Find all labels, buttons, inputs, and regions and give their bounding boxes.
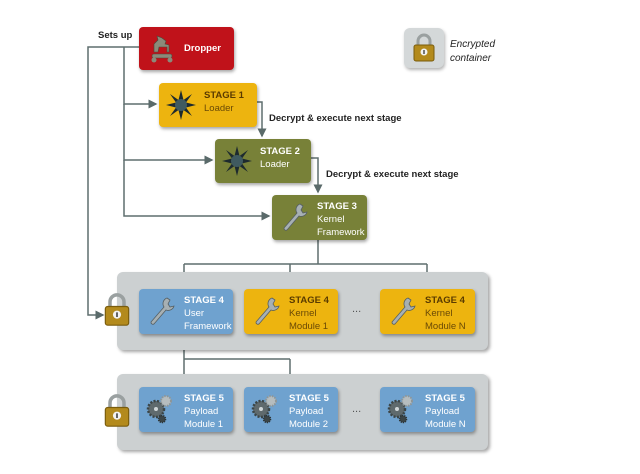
gears-icon [146, 395, 172, 424]
sets-up-outer-line [87, 46, 139, 320]
stage4-kernel-module1-node: STAGE 4 Kernel Module 1 [244, 289, 338, 334]
sets-up-to-stage3 [123, 160, 271, 221]
stage5-payload-moduleN-node: STAGE 5 Payload Module N [380, 387, 475, 432]
gears-icon [251, 395, 277, 424]
stage5-pn-title: STAGE 5 [425, 393, 465, 404]
stage1-title: STAGE 1 [204, 90, 244, 101]
stage5-p1-line1: Payload [184, 406, 219, 417]
stage2-title: STAGE 2 [260, 146, 300, 157]
wrench-icon [150, 297, 175, 325]
legend-label-line2: container [450, 53, 492, 64]
spiky-ball-icon [166, 90, 196, 120]
stage4-user-line2: Framework [184, 321, 232, 332]
stage5-pn-line2: Module N [425, 419, 466, 430]
stage2-node: STAGE 2 Loader [215, 139, 311, 183]
stage1-line1: Loader [204, 103, 234, 114]
wrench-icon [255, 297, 280, 325]
wrench-icon [391, 297, 416, 325]
stage1-node: STAGE 1 Loader [159, 83, 257, 127]
stage4-user-line1: User [184, 308, 205, 319]
legend-icon-tile [404, 28, 444, 68]
dropper-node: Dropper [139, 27, 234, 70]
stage4-k1-line1: Kernel [289, 308, 317, 319]
stage5-p2-line2: Module 2 [289, 419, 329, 430]
decrypt-execute-label-2: Decrypt & execute next stage [326, 169, 459, 180]
stage4-user-title: STAGE 4 [184, 295, 224, 306]
spiky-ball-icon [222, 146, 252, 176]
stage3-line2: Framework [317, 227, 365, 238]
ellipsis-stage4: ... [352, 303, 362, 315]
legend: Encrypted container [404, 28, 534, 72]
stage3-node: STAGE 3 Kernel Framework [272, 195, 367, 240]
stage4-user-framework-node: STAGE 4 User Framework [139, 289, 233, 334]
stage4-kn-line2: Module N [425, 321, 466, 332]
stage3-title: STAGE 3 [317, 201, 357, 212]
stage5-payload-module2-node: STAGE 5 Payload Module 2 [244, 387, 338, 432]
legend-label-line1: Encrypted [450, 39, 496, 50]
stage4-kn-title: STAGE 4 [425, 295, 465, 306]
stage5-p2-title: STAGE 5 [289, 393, 329, 404]
ellipsis-stage5: ... [352, 403, 362, 415]
dropper-title: Dropper [184, 43, 221, 54]
stage5-p1-line2: Module 1 [184, 419, 224, 430]
padlock-icon [104, 394, 130, 427]
trojan-horse-icon [151, 35, 173, 63]
padlock-icon [413, 33, 435, 62]
stage4-k1-title: STAGE 4 [289, 295, 329, 306]
decrypt-execute-label-1: Decrypt & execute next stage [269, 113, 402, 124]
stage2-line1: Loader [260, 159, 290, 170]
stage5-pn-line1: Payload [425, 406, 460, 417]
stage5-p2-line1: Payload [289, 406, 324, 417]
stage1-to-stage2 [257, 101, 267, 138]
stage4-k1-line2: Module 1 [289, 321, 329, 332]
wrench-icon [283, 203, 308, 231]
legend-label: Encrypted container [450, 38, 495, 66]
stage5-payload-module1-node: STAGE 5 Payload Module 1 [139, 387, 233, 432]
stage5-p1-title: STAGE 5 [184, 393, 224, 404]
padlock-icon [104, 293, 130, 326]
stage2-to-stage3 [311, 157, 323, 194]
gears-icon [387, 395, 413, 424]
stage4-kernel-moduleN-node: STAGE 4 Kernel Module N [380, 289, 475, 334]
stage4-kn-line1: Kernel [425, 308, 453, 319]
sets-up-label: Sets up [98, 30, 133, 41]
stage3-line1: Kernel [317, 214, 345, 225]
